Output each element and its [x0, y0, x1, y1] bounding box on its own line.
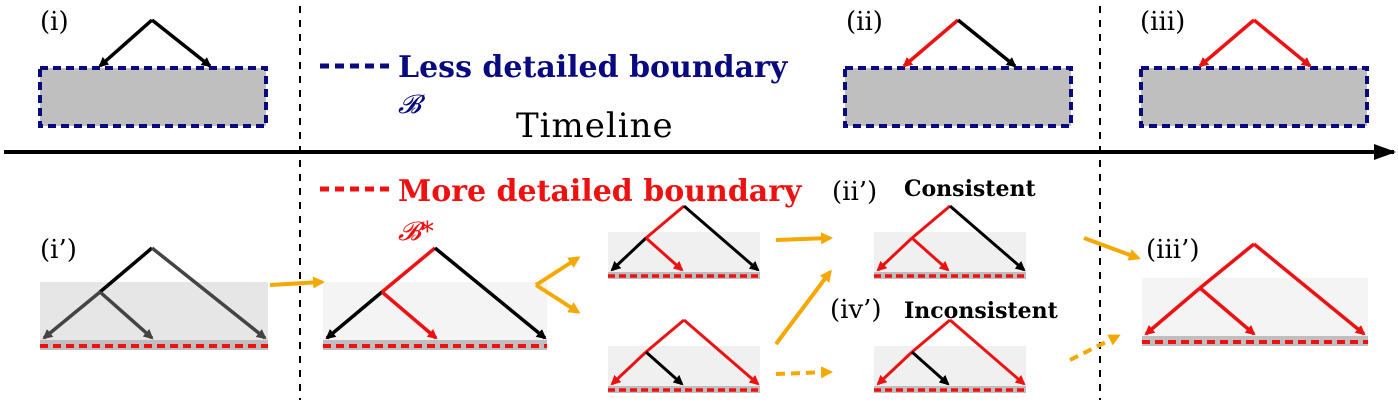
flow-arrow-to-final-dashed: [1069, 334, 1121, 362]
state-consistent: Consistent: [904, 176, 1036, 202]
flow-arrow-to-final: [1083, 236, 1141, 261]
timeline-label: Timeline: [516, 106, 674, 146]
state-inconsistent: Inconsistent: [904, 298, 1059, 324]
legend-more-label: More detailed boundary: [398, 174, 803, 209]
top-tree-i: [38, 18, 268, 128]
bottom-tree-i-prime: [40, 246, 268, 350]
flow-split-up: [534, 256, 581, 287]
less-boundary-box-ii: [843, 66, 1073, 128]
less-boundary-box-i: [38, 66, 268, 128]
label-iii-prime: (iii’): [1146, 235, 1200, 265]
flow-arrow-to-consistent: [775, 232, 833, 245]
flow-arrow-to-inconsistent: [775, 366, 833, 379]
less-boundary-box-iii: [1139, 66, 1369, 128]
bottom-tree-final: [1142, 242, 1368, 346]
label-iii: (iii): [1140, 7, 1185, 37]
flow-arrow-1: [269, 276, 325, 289]
bottom-tree-small-lower: [608, 318, 760, 393]
flow-split-down: [534, 283, 581, 314]
legend-more-symbol: 𝓑*: [398, 217, 434, 247]
label-ii-prime: (ii’): [832, 177, 877, 207]
bottom-tree-step-1: [323, 246, 547, 350]
legend-less-symbol: 𝓑: [398, 90, 426, 120]
bottom-tree-small-upper: [608, 204, 760, 279]
top-tree-iii: [1139, 18, 1369, 128]
label-i-prime: (i’): [40, 235, 77, 265]
label-iv-prime: (iv’): [830, 295, 882, 325]
label-ii: (ii): [846, 7, 883, 37]
bottom-tree-consistent: [874, 204, 1026, 279]
bottom-tree-inconsistent: [874, 318, 1026, 393]
flow-arrow-cross: [774, 269, 832, 346]
legend-less-label: Less detailed boundary: [398, 50, 789, 85]
top-tree-ii: [843, 18, 1073, 128]
label-i: (i): [40, 7, 69, 37]
